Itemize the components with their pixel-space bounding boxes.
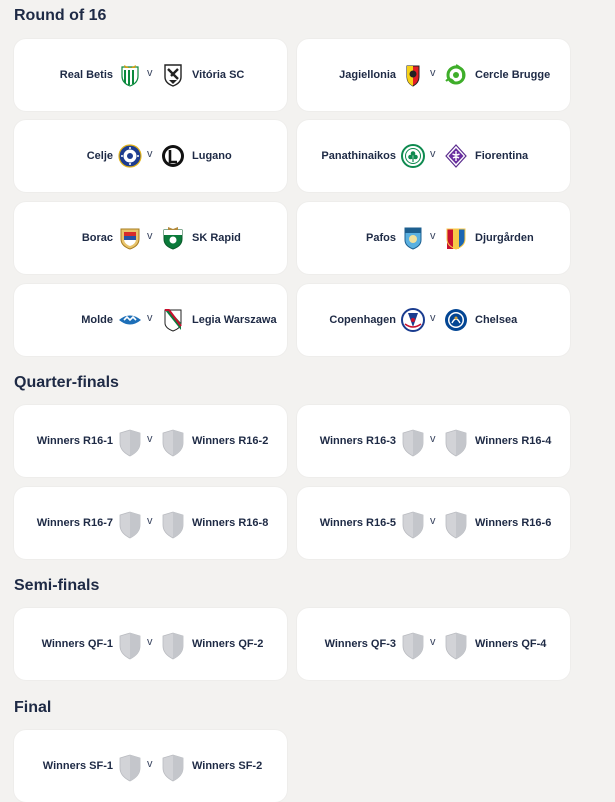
placeholder-shield-icon bbox=[161, 632, 185, 660]
match-card[interactable]: Real Betis v Vitória SC bbox=[14, 39, 287, 111]
borac-crest-icon bbox=[118, 226, 142, 250]
away-team-name: Winners QF-2 bbox=[192, 637, 264, 650]
away-team-name: Winners SF-2 bbox=[192, 759, 263, 772]
home-team-name: Winners SF-1 bbox=[42, 760, 113, 772]
match-card[interactable]: Winners R16-7 v Winners R16-8 bbox=[14, 487, 287, 559]
match-card[interactable]: Winners R16-5 v Winners R16-6 bbox=[297, 487, 570, 559]
away-team-name: Legia Warszawa bbox=[192, 313, 277, 326]
copenhagen-crest-icon bbox=[401, 308, 425, 332]
placeholder-shield-icon bbox=[118, 754, 142, 782]
home-team-name: Molde bbox=[81, 314, 113, 326]
away-team-name: Winners R16-4 bbox=[475, 434, 552, 447]
djurgarden-crest-icon bbox=[444, 226, 468, 250]
home-team-name: Borac bbox=[81, 232, 113, 244]
sk-rapid-crest-icon bbox=[161, 226, 185, 250]
home-team-name: Winners QF-3 bbox=[324, 638, 396, 650]
celje-crest-icon bbox=[118, 144, 142, 168]
away-team-name: Cercle Brugge bbox=[475, 68, 551, 81]
round-title-qf: Quarter-finals bbox=[14, 374, 119, 391]
placeholder-shield-icon bbox=[401, 632, 425, 660]
fiorentina-crest-icon bbox=[444, 144, 468, 168]
vs-label: v bbox=[147, 148, 153, 160]
home-team-name: Panathinaikos bbox=[321, 150, 396, 162]
away-team-name: Winners QF-4 bbox=[475, 637, 547, 650]
panathinaikos-crest-icon bbox=[401, 144, 425, 168]
home-team-name: Copenhagen bbox=[329, 314, 396, 326]
match-card[interactable]: Winners QF-1 v Winners QF-2 bbox=[14, 608, 287, 680]
placeholder-shield-icon bbox=[118, 429, 142, 457]
vs-label: v bbox=[147, 312, 153, 324]
match-card[interactable]: Winners SF-1 v Winners SF-2 bbox=[14, 730, 287, 802]
chelsea-crest-icon bbox=[444, 308, 468, 332]
molde-crest-icon bbox=[118, 308, 142, 332]
vs-label: v bbox=[147, 230, 153, 242]
home-team-name: Pafos bbox=[366, 232, 396, 244]
match-card[interactable]: Molde v Legia Warszawa bbox=[14, 284, 287, 356]
match-card[interactable]: Winners R16-1 v Winners R16-2 bbox=[14, 405, 287, 477]
placeholder-shield-icon bbox=[161, 511, 185, 539]
jagiellonia-crest-icon bbox=[401, 63, 425, 87]
away-team-name: SK Rapid bbox=[192, 231, 241, 244]
placeholder-shield-icon bbox=[401, 429, 425, 457]
home-team-name: Winners R16-1 bbox=[36, 435, 113, 447]
placeholder-shield-icon bbox=[118, 511, 142, 539]
home-team-name: Real Betis bbox=[59, 69, 113, 81]
home-team-name: Winners QF-1 bbox=[41, 638, 113, 650]
away-team-name: Winners R16-6 bbox=[475, 516, 552, 529]
vs-label: v bbox=[430, 230, 436, 242]
vs-label: v bbox=[430, 515, 436, 527]
vs-label: v bbox=[430, 148, 436, 160]
placeholder-shield-icon bbox=[161, 754, 185, 782]
away-team-name: Djurgården bbox=[475, 231, 534, 244]
away-team-name: Lugano bbox=[192, 149, 232, 162]
lugano-crest-icon bbox=[161, 144, 185, 168]
away-team-name: Chelsea bbox=[475, 313, 518, 326]
vs-label: v bbox=[430, 636, 436, 648]
vs-label: v bbox=[147, 515, 153, 527]
round-title-r16: Round of 16 bbox=[14, 7, 107, 24]
match-card[interactable]: Winners R16-3 v Winners R16-4 bbox=[297, 405, 570, 477]
placeholder-shield-icon bbox=[401, 511, 425, 539]
vs-label: v bbox=[147, 758, 153, 770]
match-card[interactable]: Celje v Lugano bbox=[14, 120, 287, 192]
real-betis-crest-icon bbox=[118, 63, 142, 87]
home-team-name: Winners R16-7 bbox=[36, 517, 113, 529]
match-card[interactable]: Panathinaikos v Fiorentina bbox=[297, 120, 570, 192]
vs-label: v bbox=[147, 636, 153, 648]
vs-label: v bbox=[430, 312, 436, 324]
match-card[interactable]: Winners QF-3 v Winners QF-4 bbox=[297, 608, 570, 680]
vs-label: v bbox=[430, 67, 436, 79]
match-card[interactable]: Copenhagen v Chelsea bbox=[297, 284, 570, 356]
vs-label: v bbox=[147, 67, 153, 79]
match-card[interactable]: Jagiellonia v Cercle Brugge bbox=[297, 39, 570, 111]
home-team-name: Jagiellonia bbox=[339, 69, 396, 81]
placeholder-shield-icon bbox=[444, 632, 468, 660]
away-team-name: Winners R16-2 bbox=[192, 434, 269, 447]
placeholder-shield-icon bbox=[118, 632, 142, 660]
home-team-name: Celje bbox=[86, 150, 113, 162]
round-title-final: Final bbox=[14, 699, 52, 716]
placeholder-shield-icon bbox=[444, 511, 468, 539]
legia-warszawa-crest-icon bbox=[161, 308, 185, 332]
pafos-crest-icon bbox=[401, 226, 425, 250]
away-team-name: Winners R16-8 bbox=[192, 516, 269, 529]
home-team-name: Winners R16-3 bbox=[319, 435, 396, 447]
cercle-brugge-crest-icon bbox=[444, 63, 468, 87]
round-title-sf: Semi-finals bbox=[14, 577, 100, 594]
placeholder-shield-icon bbox=[161, 429, 185, 457]
match-card[interactable]: Borac v SK Rapid bbox=[14, 202, 287, 274]
vs-label: v bbox=[147, 433, 153, 445]
vitoria-sc-crest-icon bbox=[161, 63, 185, 87]
away-team-name: Vitória SC bbox=[192, 68, 245, 81]
vs-label: v bbox=[430, 433, 436, 445]
placeholder-shield-icon bbox=[444, 429, 468, 457]
match-card[interactable]: Pafos v Djurgården bbox=[297, 202, 570, 274]
away-team-name: Fiorentina bbox=[475, 149, 529, 162]
home-team-name: Winners R16-5 bbox=[319, 517, 396, 529]
